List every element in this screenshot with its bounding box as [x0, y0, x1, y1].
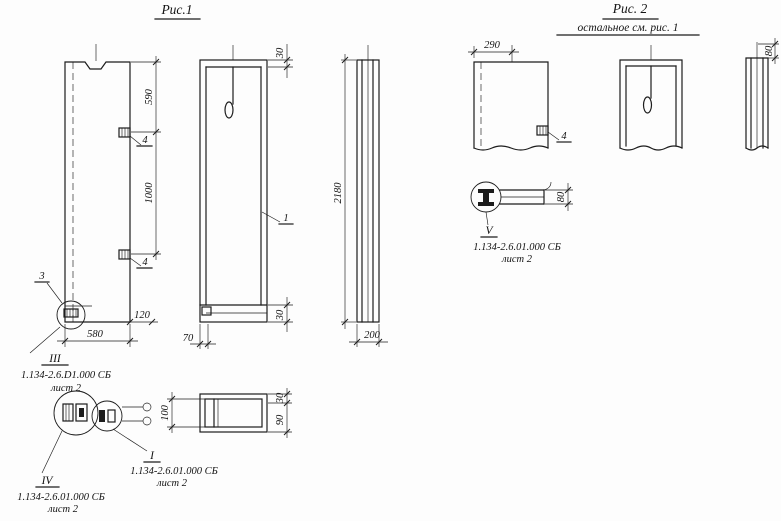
lifting-loop [642, 65, 653, 114]
detail-v-sheet: лист 2 [501, 254, 533, 265]
fig2-callout-4-text: 4 [561, 131, 567, 142]
fig2-note: остальное см. рис. 1 [577, 22, 678, 34]
leader-to-v [485, 211, 489, 226]
dim-200: 200 [349, 324, 388, 347]
fig2-embed-plate [536, 125, 549, 136]
callout-4-lower-text: 4 [142, 257, 148, 268]
fig2-detail-v: 80 V 1.134-2.6.01.000 СБ лист 2 [470, 181, 573, 265]
label-i: I 1.134-2.6.01.000 СБ лист 2 [130, 450, 218, 489]
leader-to-i [112, 428, 148, 452]
dim-580: 580 [57, 324, 138, 347]
dim-sec-100-text: 100 [160, 404, 171, 421]
fig2-callout-4: 4 [547, 131, 572, 143]
dim-sec-90-text: 90 [275, 414, 286, 425]
dim-30-bottom: 30 [268, 297, 293, 332]
fig2-front-view [619, 45, 683, 151]
dim-590-1000: 590 1000 [131, 56, 161, 260]
dim-120-text: 120 [134, 310, 151, 321]
dim-290: 290 [468, 40, 519, 58]
dim-580-text: 580 [87, 329, 104, 340]
detail-i-sheet: лист 2 [156, 478, 188, 489]
fig2: Рис. 2 остальное см. рис. 1 290 [468, 1, 779, 265]
detail-circle-iv [53, 390, 99, 436]
fig2-side-view: 290 4 [468, 40, 572, 151]
break-line [473, 145, 549, 151]
fig2-side-outline [473, 61, 549, 149]
fig1-title: Рис.1 [160, 2, 192, 17]
leader-to-iv [41, 430, 63, 474]
callout-3: 3 [34, 271, 63, 304]
detail-i-label: I [149, 450, 155, 462]
fig1-side-view: 590 1000 4 4 3 [29, 44, 161, 354]
callout-3-text: 3 [38, 271, 44, 282]
lifting-loop [224, 66, 234, 119]
leader-to-iii [29, 326, 61, 354]
anchor-loops [122, 402, 152, 426]
break-line [619, 145, 683, 151]
callout-4-upper-text: 4 [142, 135, 148, 146]
embed-plate-upper [118, 127, 131, 138]
front-panel-outline [199, 59, 268, 323]
dim-sec-30-90: 30 90 [268, 388, 292, 438]
callout-1: 1 [261, 211, 294, 225]
detail-iv-label: IV [41, 475, 55, 487]
side-panel-outline [64, 61, 131, 323]
detail-iv-sheet: лист 2 [47, 504, 79, 515]
detail-iv-ref: 1.134-2.6.01.000 СБ [17, 492, 105, 503]
dim-sec-100: 100 [160, 392, 205, 433]
section-outline [199, 393, 268, 433]
detail-circle-i [91, 400, 123, 432]
dim-30-bottom-text: 30 [275, 309, 286, 321]
embed-plate-lower [118, 249, 131, 260]
dim-70-text: 70 [183, 333, 194, 344]
detail-v-ref: 1.134-2.6.01.000 СБ [473, 242, 561, 253]
dim-1000-text: 1000 [144, 182, 155, 204]
detail-iii-label: III [48, 353, 62, 365]
detail-iii-sheet: лист 2 [50, 383, 82, 394]
label-iii: III 1.134-2.6.D1.000 СБ лист 2 [21, 353, 111, 394]
dim-290-text: 290 [484, 40, 501, 51]
detail-circles [41, 390, 148, 474]
dim-200-text: 200 [364, 330, 381, 341]
fig2-title: Рис. 2 [612, 1, 648, 16]
detail-iii-ref: 1.134-2.6.D1.000 СБ [21, 370, 111, 381]
callout-4-upper: 4 [129, 135, 153, 147]
dim-80-plate: 80 [545, 183, 573, 211]
fig2-profile-view: 80 [745, 38, 779, 151]
dim-70: 70 [183, 324, 216, 349]
dim-80-profile: 80 [758, 38, 779, 64]
fig1: Рис.1 [17, 2, 388, 515]
dim-80-profile-text: 80 [764, 45, 775, 56]
fig1-profile-view: 200 [349, 45, 388, 347]
fig1-plan-section: 30 90 100 [122, 388, 292, 438]
fig1-title-group: Рис.1 [154, 2, 201, 20]
fig1-front-view: 30 1 30 [183, 44, 294, 349]
dim-30-top-text: 30 [275, 47, 286, 59]
dim-590-text: 590 [144, 88, 155, 105]
label-iv: IV 1.134-2.6.01.000 СБ лист 2 [17, 475, 105, 515]
dim-sec-30-text: 30 [275, 392, 286, 404]
fig2-title-group: Рис. 2 остальное см. рис. 1 [556, 1, 700, 36]
dim-80-plate-text: 80 [556, 191, 567, 202]
dim-2180: 2180 [333, 54, 356, 329]
dim-2180-text: 2180 [333, 182, 344, 204]
dim-30-top: 30 [268, 44, 293, 78]
embed-plate-side [499, 181, 552, 205]
detail-v-label: V [485, 225, 494, 237]
callout-4-lower: 4 [129, 257, 153, 269]
dim-120: 120 [126, 310, 158, 326]
corner-embed [201, 306, 212, 316]
detail-circle-iii [29, 300, 86, 354]
detail-i-ref: 1.134-2.6.01.000 СБ [130, 466, 218, 477]
callout-1-text: 1 [283, 213, 288, 224]
